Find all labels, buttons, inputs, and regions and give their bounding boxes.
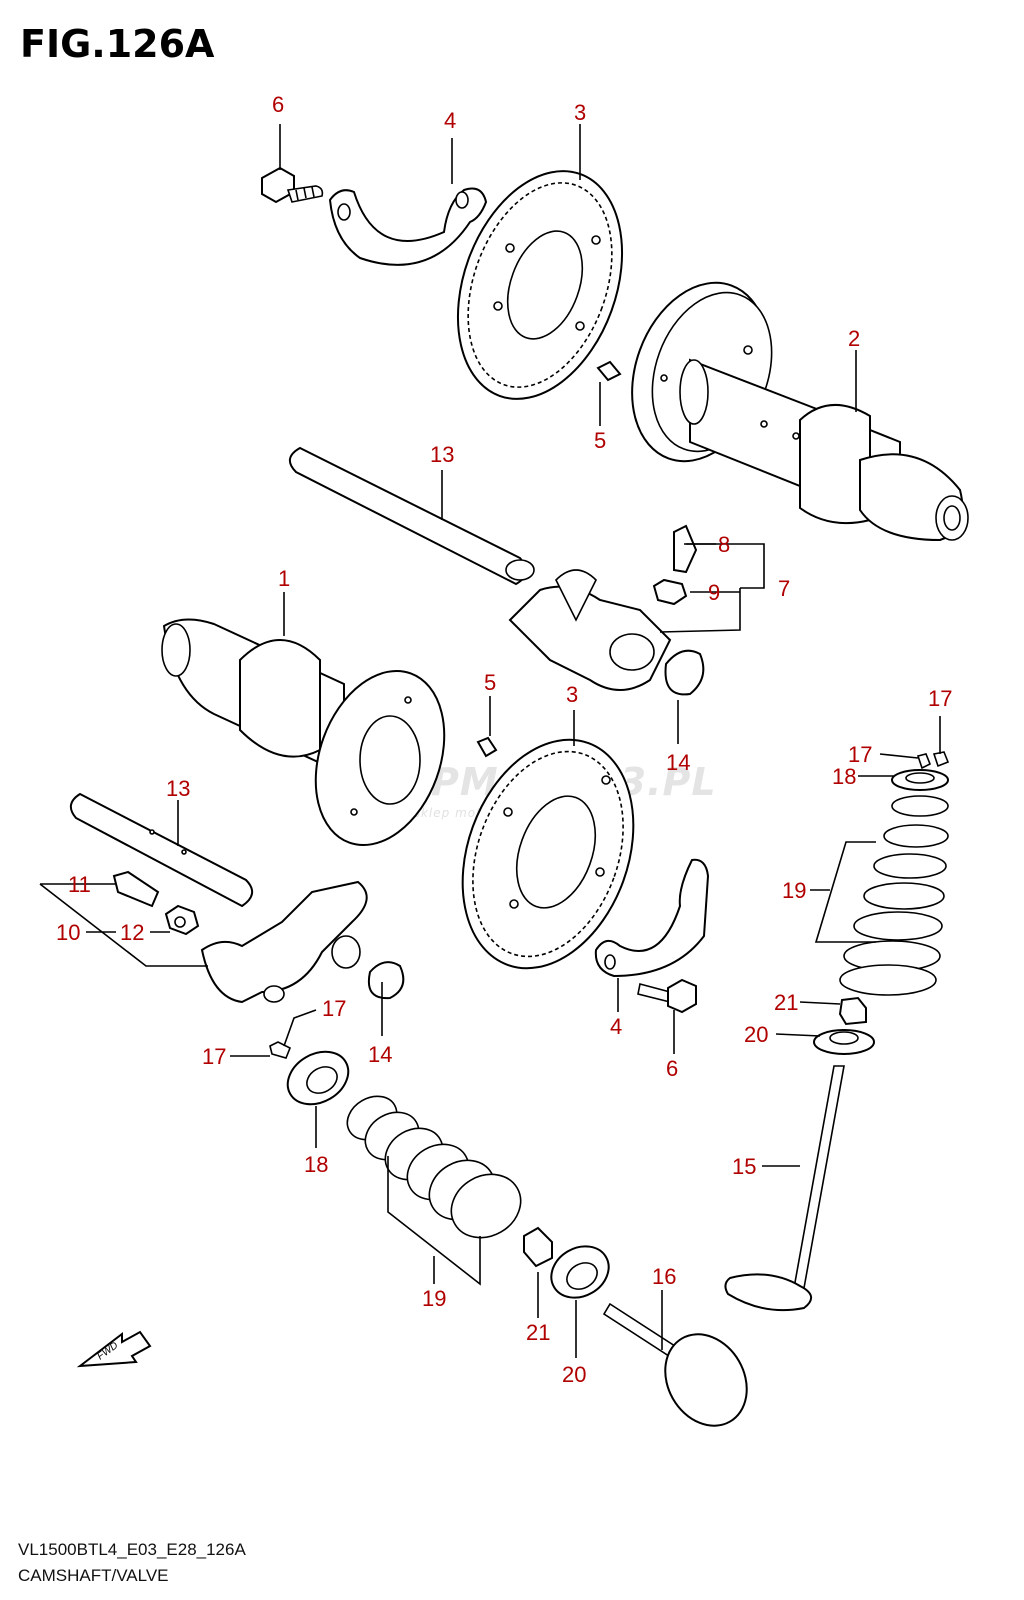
callout-4b: 4	[610, 1014, 622, 1039]
bolt-lower	[637, 978, 697, 1014]
valve-spring-left	[346, 1095, 522, 1239]
callout-13: 13	[430, 442, 454, 467]
figure-name: CAMSHAFT/VALVE	[18, 1566, 169, 1585]
callout-2: 2	[848, 326, 860, 351]
cotter-right	[916, 751, 950, 770]
leader-lines	[39, 124, 941, 1358]
callout-19: 19	[782, 878, 806, 903]
rocker-shaft-upper	[289, 446, 535, 586]
callout-15: 15	[732, 1154, 756, 1179]
figure-code: VL1500BTL4_E03_E28_126A	[18, 1540, 246, 1559]
rocker-arm-upper	[508, 569, 672, 691]
locknut-upper	[652, 578, 688, 606]
dowel-pin-lower	[476, 736, 498, 758]
callout-6: 6	[272, 92, 284, 117]
valve-right	[724, 1065, 845, 1312]
callout-1: 1	[278, 566, 290, 591]
callout-7: 7	[778, 576, 790, 601]
callout-17b: 17	[848, 742, 872, 767]
callout-17d: 17	[202, 1044, 226, 1069]
adjuster-screw-upper	[673, 524, 698, 574]
camshaft-lower	[161, 618, 446, 847]
spring-seat-right	[813, 1029, 875, 1055]
cam-gear-upper	[456, 170, 624, 400]
dowel-pin-upper	[596, 360, 622, 382]
shim-upper	[664, 649, 705, 696]
shim-lower	[368, 961, 405, 1000]
camshaft-plate-upper	[328, 187, 488, 266]
callout-18b: 18	[304, 1152, 328, 1177]
callout-17c: 17	[322, 996, 346, 1021]
callout-18: 18	[832, 764, 856, 789]
callout-19b: 19	[422, 1286, 446, 1311]
valve-left	[602, 1302, 748, 1427]
valve-stem-seal-left	[523, 1226, 553, 1268]
adjuster-screw-lower	[112, 870, 160, 908]
callout-13b: 13	[166, 776, 190, 801]
cotter-left	[269, 1041, 292, 1059]
rocker-shaft-lower	[69, 792, 253, 908]
camshaft-plate-lower	[594, 858, 710, 978]
callout-5: 5	[594, 428, 606, 453]
figure-title: FIG.126A	[20, 22, 215, 66]
rocker-arm-lower	[200, 880, 368, 1004]
callout-20b: 20	[562, 1362, 586, 1387]
callout-3: 3	[574, 100, 586, 125]
callout-12: 12	[120, 920, 144, 945]
callout-21: 21	[774, 990, 798, 1015]
callout-4: 4	[444, 108, 456, 133]
camshaft-upper	[631, 281, 969, 542]
callout-6b: 6	[666, 1056, 678, 1081]
cam-gear-lower	[461, 738, 635, 970]
callout-11: 11	[68, 872, 91, 897]
spring-seat-left	[550, 1245, 610, 1299]
callout-3b: 3	[566, 682, 578, 707]
bolt-upper	[261, 166, 324, 204]
callout-14: 14	[666, 750, 690, 775]
locknut-lower	[164, 904, 200, 936]
callout-21b: 21	[526, 1320, 550, 1345]
spring-retainer-left	[286, 1050, 350, 1106]
fwd-arrow-icon: FWD	[76, 1330, 152, 1368]
callout-9: 9	[708, 580, 720, 605]
callout-14b: 14	[368, 1042, 392, 1067]
callout-8: 8	[718, 532, 730, 557]
callout-17: 17	[928, 686, 952, 711]
callout-20: 20	[744, 1022, 768, 1047]
callout-5b: 5	[484, 670, 496, 695]
callout-labels: 6 4 3 2 5 13 8 9 7 1 5 3 14 17 17 18 13 …	[56, 92, 952, 1387]
spring-retainer-right	[891, 769, 949, 791]
valve-spring-right	[839, 795, 949, 996]
valve-stem-seal-right	[838, 996, 867, 1026]
callout-16: 16	[652, 1264, 676, 1289]
callout-10: 10	[56, 920, 80, 945]
